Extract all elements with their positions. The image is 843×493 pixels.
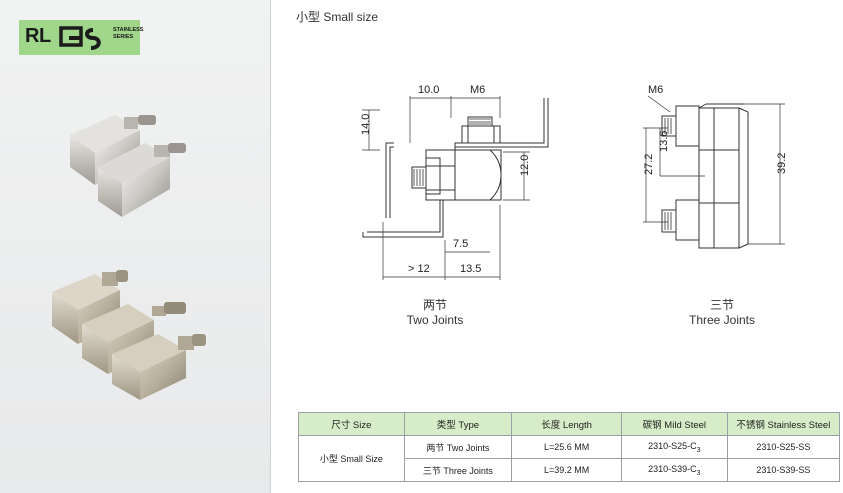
product-image-panel: RL STAINLESS SERIES [0, 0, 270, 493]
length-cell: L=25.6 MM [511, 435, 623, 459]
panel-divider [270, 0, 271, 493]
two-joint-hinge-photo [70, 115, 186, 217]
table-row: 小型 Small Size 两节 Two Joints L=25.6 MM 23… [298, 435, 841, 482]
brand-logo: RL STAINLESS SERIES [19, 20, 143, 55]
dim-thread: M6 [648, 84, 663, 96]
caption-three-cn: 三节 [709, 298, 734, 312]
mild-steel-code: 2310-S25-C [648, 440, 697, 451]
section-title: 小型 Small size [296, 10, 379, 24]
table-header-row: 尺寸 Size 类型 Type 长度 Length 碳钢 Mild Steel … [298, 412, 841, 436]
length-cell: L=39.2 MM [511, 458, 623, 482]
three-joints-drawing [643, 95, 785, 249]
dim-top-left: 10.0 [418, 84, 439, 96]
dim-bottom-left: > 12 [408, 263, 430, 275]
caption-three-joints: 三节 Three Joints [680, 298, 764, 328]
dim-span: 27.2 [643, 154, 655, 175]
caption-two-en: Two Joints [406, 313, 464, 327]
type-cell: 两节 Two Joints [403, 435, 513, 459]
dim-bottom-inner: 7.5 [453, 238, 468, 250]
logo-subtitle: STAINLESS SERIES [113, 27, 143, 40]
dim-height: 14.0 [360, 114, 372, 135]
mild-steel-sub: 3 [696, 469, 701, 477]
logo-sub-line1: STAINLESS [113, 27, 144, 33]
table-row: 三节 Three Joints L=39.2 MM 2310-S39-C3 23… [299, 458, 841, 482]
spec-table: 尺寸 Size 类型 Type 长度 Length 碳钢 Mild Steel … [298, 412, 841, 482]
header-length: 长度 Length [511, 412, 623, 436]
caption-two-cn: 两节 [422, 298, 447, 312]
size-cell: 小型 Small Size [298, 435, 405, 482]
type-cell: 三节 Three Joints [403, 458, 513, 482]
stainless-cell: 2310-S25-SS [726, 435, 841, 459]
dim-top-right: M6 [470, 84, 485, 96]
dim-pitch: 13.6 [658, 131, 670, 152]
mild-steel-sub: 3 [696, 446, 701, 454]
mild-steel-code: 2310-S39-C [648, 463, 697, 474]
dim-total: 39.2 [776, 153, 788, 174]
mild-steel-cell: 2310-S39-C3 [621, 458, 728, 482]
logo-text: RL [25, 25, 51, 47]
caption-two-joints: 两节 Two Joints [395, 298, 475, 328]
logo-sub-line2: SERIES [113, 33, 134, 40]
dim-bottom-right: 13.5 [460, 263, 481, 275]
two-joints-drawing [362, 96, 549, 280]
header-stainless-steel: 不锈钢 Stainless Steel [726, 412, 841, 436]
header-type: 类型 Type [403, 412, 513, 436]
stainless-cell: 2310-S39-SS [726, 458, 841, 482]
mild-steel-cell: 2310-S25-C3 [621, 435, 728, 459]
three-joint-hinge-photo [52, 270, 206, 400]
header-mild-steel: 碳钢 Mild Steel [621, 412, 728, 436]
caption-three-en: Three Joints [688, 313, 756, 327]
technical-drawing: 10.0 M6 14.0 12.0 7.5 > 12 13.5 M6 13.6 … [360, 84, 788, 280]
header-size: 尺寸 Size [298, 412, 405, 436]
logo-mark-icon [59, 26, 101, 50]
dim-inner: 12.0 [519, 155, 531, 176]
